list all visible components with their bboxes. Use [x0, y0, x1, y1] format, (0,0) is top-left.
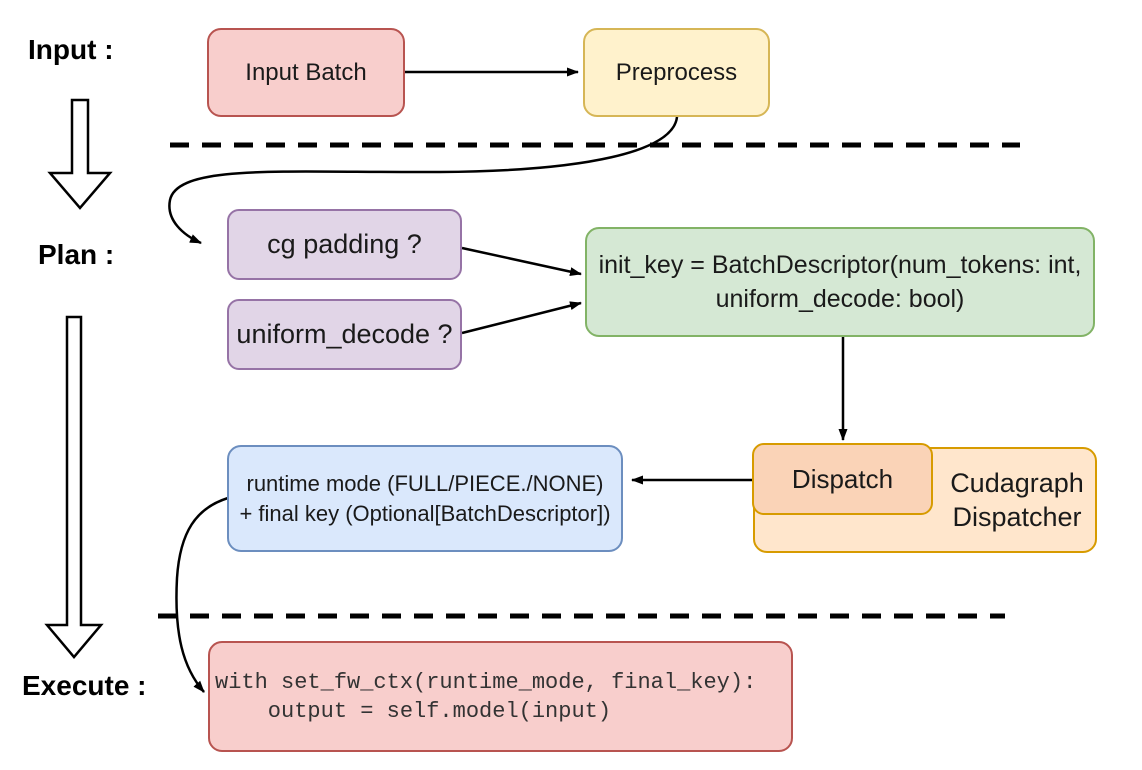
node-preprocess-label: Preprocess [615, 58, 738, 86]
node-init-key-line2: uniform_decode: bool) [715, 285, 965, 313]
stage-label-plan: Plan : [38, 239, 115, 270]
node-execute-code: with set_fw_ctx(runtime_mode, final_key)… [208, 641, 793, 752]
execute-code-line2: output = self.model(input) [215, 698, 612, 724]
node-cudagraph-line2: Dispatcher [952, 502, 1082, 532]
arrow-cgpadding-to-initkey [461, 246, 582, 277]
arrow-runtime-to-execute [175, 496, 229, 693]
node-cudagraph-line1: Cudagraph [950, 468, 1084, 498]
node-input-batch: Input Batch [207, 28, 405, 117]
execute-code-line1: with set_fw_ctx(runtime_mode, final_key)… [215, 669, 757, 695]
node-cg-padding-label: cg padding ? [267, 229, 422, 259]
node-uniform-decode: uniform_decode ? [227, 299, 462, 370]
node-input-batch-label: Input Batch [245, 58, 367, 86]
node-preprocess: Preprocess [583, 28, 770, 117]
down-arrow-icon-plan [44, 315, 104, 659]
node-uniform-decode-label: uniform_decode ? [236, 319, 453, 349]
node-init-key-line1: init_key = BatchDescriptor(num_tokens: i… [598, 251, 1082, 279]
down-arrow-icon-input [47, 98, 113, 210]
stage-label-execute: Execute : [22, 670, 147, 701]
stage-label-input: Input : [28, 34, 114, 65]
arrow-preprocess-to-cgpadding [168, 116, 679, 245]
node-dispatch: Dispatch [752, 443, 933, 515]
node-runtime-line1: runtime mode (FULL/PIECE./NONE) [246, 470, 604, 496]
node-cudagraph-dispatcher-text: Cudagraph Dispatcher [935, 449, 1099, 551]
node-init-key: init_key = BatchDescriptor(num_tokens: i… [585, 227, 1095, 337]
node-runtime-result: runtime mode (FULL/PIECE./NONE) + final … [227, 445, 623, 552]
node-cg-padding: cg padding ? [227, 209, 462, 280]
arrow-uniformdecode-to-initkey [461, 301, 582, 335]
node-dispatch-label: Dispatch [791, 463, 894, 494]
node-runtime-line2: + final key (Optional[BatchDescriptor]) [239, 500, 611, 526]
